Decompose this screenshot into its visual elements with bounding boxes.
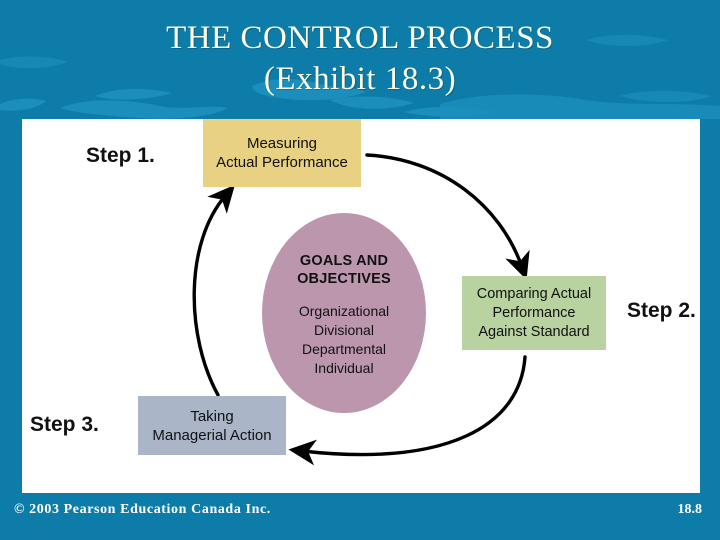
box-action-line-1: Taking [190,407,234,425]
copyright-text: © 2003 Pearson Education Canada Inc. [14,502,271,517]
goals-level-departmental: Departmental [301,341,387,357]
goals-heading-line-2: OBJECTIVES [297,271,391,287]
box-comparing-actual-performance: Comparing Actual Performance Against Sta… [462,276,606,350]
box-compare-line-3: Against Standard [478,323,590,340]
goals-level-organizational: Organizational [298,303,390,319]
box-compare-line-1: Comparing Actual [476,285,592,302]
arrow-action-to-measure [192,184,235,397]
control-process-diagram: Step 1. Step 2. Step 3. Measuring Actual… [22,119,700,493]
step-2-label: Step 2. [627,299,696,322]
goals-level-individual: Individual [314,360,374,376]
diagram-arrows [192,153,530,466]
box-measuring-actual-performance: Measuring Actual Performance [203,119,361,187]
arrow-measure-to-compare [365,153,530,280]
box-measure-line-2: Actual Performance [216,154,348,171]
box-action-line-2: Managerial Action [152,426,272,444]
ellipse-goals-and-objectives: GOALS AND OBJECTIVES Organizational Divi… [262,213,426,413]
title-line-1: THE CONTROL PROCESS [166,20,554,56]
page-number: 18.8 [677,502,703,517]
goals-levels: Organizational Divisional Departmental I… [299,302,389,378]
box-compare-line-2: Performance [492,304,576,321]
goals-level-divisional: Divisional [314,322,374,338]
step-1-label: Step 1. [86,144,155,167]
diagram-panel: Step 1. Step 2. Step 3. Measuring Actual… [22,119,700,493]
goals-heading: GOALS AND OBJECTIVES [297,252,391,288]
step-3-label: Step 3. [30,413,99,436]
box-taking-managerial-action: Taking Managerial Action [138,396,286,455]
arrow-compare-to-action [288,355,527,466]
goals-heading-line-1: GOALS AND [299,253,389,269]
page-title: THE CONTROL PROCESS (Exhibit 18.3) [0,18,720,100]
box-measure-line-1: Measuring [246,135,318,152]
title-line-2: (Exhibit 18.3) [263,61,457,97]
